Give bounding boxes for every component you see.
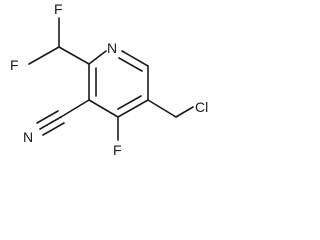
nitrile-group: [36, 99, 90, 136]
difluoromethyl-group: [28, 17, 90, 65]
atom-n-ring: N: [107, 40, 117, 56]
bond-n1-c6-double: [118, 57, 143, 72]
atom-n-nitrile: N: [23, 129, 33, 145]
atom-cl: Cl: [195, 99, 208, 115]
bond-c5-c4-double: [117, 95, 142, 110]
bond-c5-ch2: [147, 99, 177, 118]
bond-ch2-cl: [175, 106, 194, 118]
bond-c2-n1: [88, 50, 107, 65]
bond-triple-2: [36, 110, 59, 124]
bond-c5-c4: [117, 99, 149, 118]
pyridine-ring: [88, 50, 149, 118]
atom-f-top: F: [54, 1, 63, 17]
bond-c2-chf2: [58, 46, 90, 65]
bond-chf2-f-left: [28, 46, 60, 65]
bond-c4-c3: [88, 99, 119, 118]
structure-diagram: F F N N F Cl: [10, 1, 208, 158]
atom-f-ring: F: [113, 142, 122, 158]
bond-c3-cn: [60, 99, 90, 118]
bond-n1-c6: [121, 50, 149, 67]
molecule-canvas: F F N N F Cl: [10, 1, 209, 158]
bond-triple-1: [39, 116, 62, 130]
chloromethyl-group: [147, 99, 194, 118]
bond-triple-3: [42, 122, 65, 136]
atom-f-left: F: [10, 57, 19, 73]
